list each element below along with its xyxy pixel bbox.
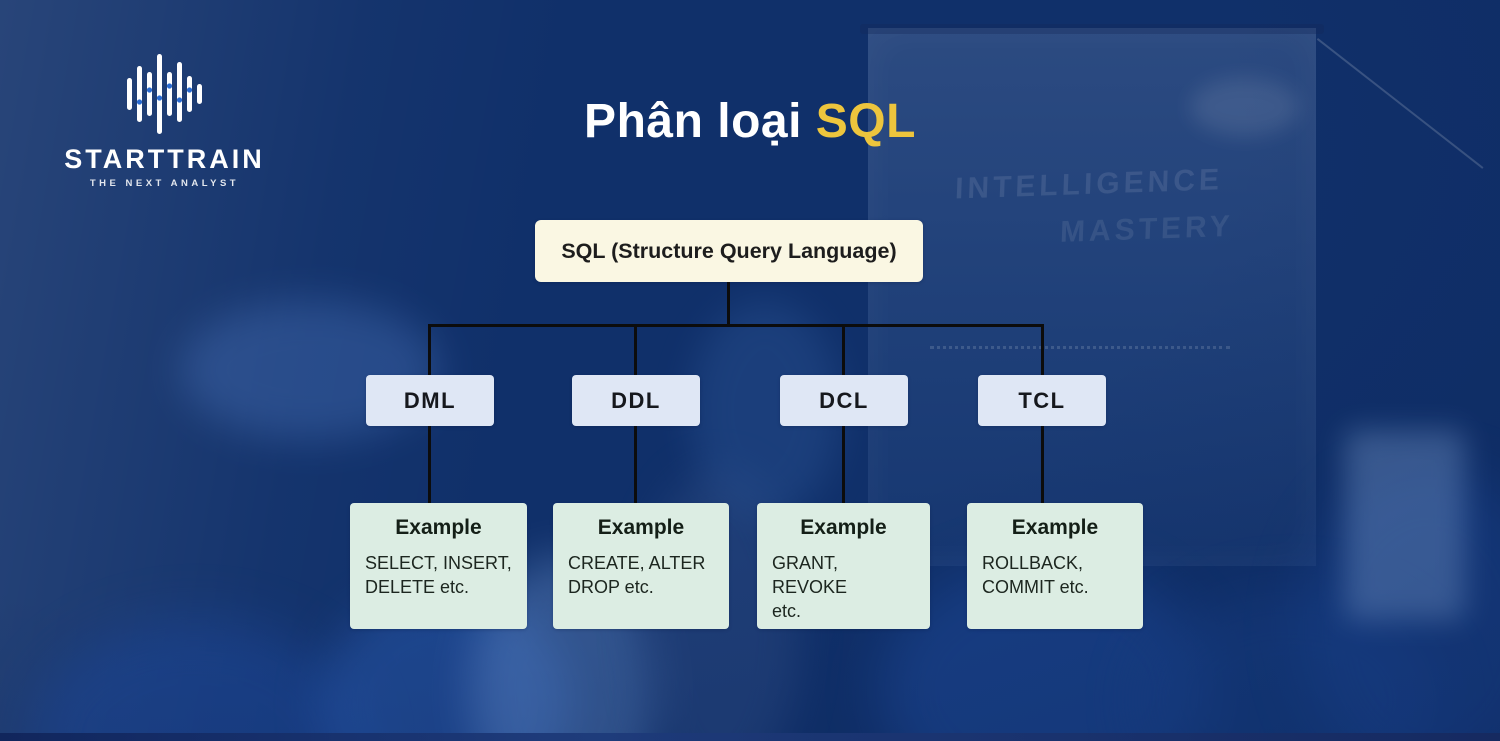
example-items: SELECT, INSERT, DELETE etc. bbox=[365, 553, 512, 597]
bottom-dark-strip bbox=[0, 733, 1500, 741]
example-items: ROLLBACK, COMMIT etc. bbox=[982, 553, 1089, 597]
branch-node-dcl: DCL bbox=[780, 375, 908, 426]
example-node-dcl: Example GRANT, REVOKE etc. bbox=[757, 503, 930, 629]
example-node-dml: Example SELECT, INSERT, DELETE etc. bbox=[350, 503, 527, 629]
connector-drop-tcl bbox=[1041, 324, 1044, 376]
example-node-ddl: Example CREATE, ALTER DROP etc. bbox=[553, 503, 729, 629]
brand-name: STARTTRAIN bbox=[64, 144, 265, 174]
root-node-label: SQL (Structure Query Language) bbox=[561, 238, 897, 263]
projector-screen-top-bar bbox=[860, 24, 1324, 34]
branch-node-ddl: DDL bbox=[572, 375, 700, 426]
title-accent: SQL bbox=[815, 95, 916, 148]
brand-tagline: THE NEXT ANALYST bbox=[89, 178, 240, 189]
easel-silhouette bbox=[1345, 430, 1465, 620]
branch-label: DML bbox=[403, 387, 457, 413]
branch-node-tcl: TCL bbox=[978, 375, 1106, 426]
root-node-sql: SQL (Structure Query Language) bbox=[535, 220, 923, 282]
branch-label: DDL bbox=[611, 387, 661, 413]
title-text: Phân loại bbox=[584, 95, 802, 148]
connector-drop-dml bbox=[428, 324, 431, 376]
screen-faint-text-2: MASTERY bbox=[1059, 209, 1235, 249]
example-items: GRANT, REVOKE etc. bbox=[772, 553, 848, 621]
connector-example-ddl bbox=[634, 425, 637, 504]
audience-silhouette bbox=[1140, 590, 1440, 741]
screen-dots bbox=[930, 346, 1230, 349]
brand-logo: STARTTRAIN THE NEXT ANALYST bbox=[62, 50, 267, 189]
audience-silhouette bbox=[1300, 470, 1500, 741]
branch-label: TCL bbox=[1018, 387, 1066, 413]
audience-silhouette bbox=[30, 620, 360, 741]
equalizer-bars-icon bbox=[126, 54, 202, 134]
example-title: Example bbox=[1011, 516, 1099, 539]
example-title: Example bbox=[597, 516, 685, 539]
connector-example-dml bbox=[428, 425, 431, 504]
screen-faint-text-1: INTELLIGENCE bbox=[954, 163, 1224, 206]
example-items: CREATE, ALTER DROP etc. bbox=[568, 553, 706, 597]
connector-root-drop bbox=[727, 281, 730, 326]
connector-example-tcl bbox=[1041, 425, 1044, 504]
example-node-tcl: Example ROLLBACK, COMMIT etc. bbox=[967, 503, 1143, 629]
page-title: Phân loại SQL bbox=[0, 94, 1500, 149]
connector-drop-dcl bbox=[842, 324, 845, 376]
connector-horizontal bbox=[429, 324, 1044, 327]
connector-example-dcl bbox=[842, 425, 845, 504]
example-title: Example bbox=[395, 516, 482, 539]
branch-label: DCL bbox=[819, 387, 869, 413]
branch-node-dml: DML bbox=[366, 375, 494, 426]
example-title: Example bbox=[800, 516, 887, 539]
connector-drop-ddl bbox=[634, 324, 637, 376]
